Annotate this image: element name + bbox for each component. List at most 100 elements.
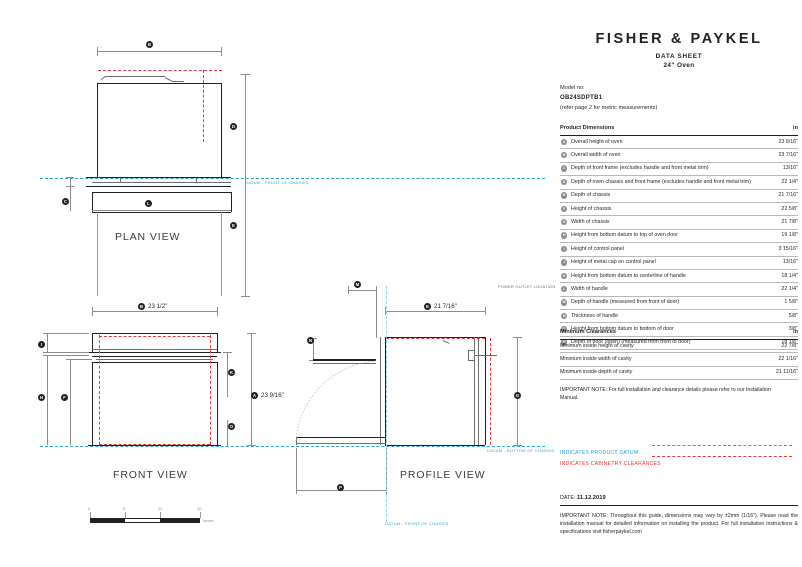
callout-H: H bbox=[561, 232, 568, 239]
row-value: 22 5/8" bbox=[764, 202, 798, 217]
legend-datum-line bbox=[652, 445, 792, 446]
plan-dim-tick-r bbox=[221, 47, 222, 56]
callout-B-plan: B bbox=[146, 41, 153, 48]
profile-outlet-left bbox=[468, 350, 469, 360]
plan-body-right bbox=[221, 83, 222, 177]
callout-A-front: A bbox=[251, 392, 258, 399]
front-view-label: FRONT VIEW bbox=[113, 469, 188, 481]
plan-handle-left bbox=[92, 192, 93, 212]
callout-N: N bbox=[561, 312, 568, 320]
callout-I-front: I bbox=[38, 341, 45, 348]
profile-handle-under bbox=[313, 363, 376, 364]
model-metric-note: (refer page 2 for metric measurements) bbox=[560, 105, 658, 111]
brand-logo: FISHER & PAYKEL bbox=[595, 31, 763, 47]
profile-handle-bar bbox=[313, 359, 376, 361]
callout-D: D bbox=[561, 178, 568, 186]
front-door-left bbox=[92, 362, 93, 445]
row-label: Depth of oven chassis and front frame (e… bbox=[571, 175, 764, 190]
scale-bar-gap bbox=[125, 519, 160, 522]
front-panel-bottom bbox=[88, 352, 221, 353]
profile-clearance-back bbox=[490, 338, 491, 445]
front-panel-top bbox=[92, 333, 217, 334]
date-value: 11.12.2019 bbox=[576, 495, 606, 501]
legend-datum-text: INDICATES PRODUCT DATUM bbox=[560, 450, 639, 456]
row-value: 18 1/4" bbox=[764, 269, 798, 284]
row-callout-bubble: K bbox=[560, 269, 571, 284]
front-I-tick-bot bbox=[43, 352, 89, 353]
front-K-dimline bbox=[227, 352, 228, 397]
doc-subtitle: 24" Oven bbox=[663, 62, 695, 69]
profile-G-dimline bbox=[517, 337, 518, 445]
front-width-dimline bbox=[92, 311, 217, 312]
plan-handle-dimline bbox=[92, 210, 231, 211]
minimum-clearances-table: Minimum Clearances in Minimum inside hei… bbox=[560, 326, 798, 381]
scale-label-20: 20 bbox=[197, 506, 202, 511]
row-callout-bubble: A bbox=[560, 135, 571, 150]
front-F-dimline bbox=[70, 359, 71, 445]
plan-clearance-right bbox=[203, 70, 204, 142]
row-label: Thickness of handle bbox=[571, 309, 764, 324]
power-outlet-text: POWER OUTLET LOCATION bbox=[498, 284, 556, 289]
callout-C-plan: C bbox=[62, 198, 69, 205]
plan-C-dimline bbox=[70, 177, 71, 211]
row-label: Depth of handle (measured from front of … bbox=[571, 296, 764, 311]
plan-chamfer-rightB bbox=[172, 81, 184, 82]
row-label: Depth of front frame (excludes handle an… bbox=[571, 162, 764, 177]
callout-P-profile: P bbox=[337, 484, 344, 491]
row-value: 23 9/16" bbox=[764, 135, 798, 150]
row-label: Overall width of oven bbox=[571, 148, 764, 163]
date-block: DATE: 11.12.2019 bbox=[560, 495, 798, 506]
front-clearance-right bbox=[210, 335, 211, 445]
plan-depth-tick-bot bbox=[241, 296, 250, 297]
callout-G: G bbox=[561, 218, 568, 226]
front-clearance-bottom bbox=[99, 444, 210, 445]
row-value: 22 1/4" bbox=[764, 282, 798, 297]
front-handle-bottom bbox=[92, 362, 217, 363]
row-label: Height of metal cap on control panel bbox=[571, 256, 764, 270]
profile-body-top bbox=[385, 337, 485, 338]
front-handle-mid bbox=[96, 359, 213, 360]
front-H-dimline bbox=[47, 355, 48, 445]
profile-frame-edge bbox=[380, 337, 381, 445]
profile-clearance-top bbox=[386, 338, 485, 339]
row-value: 21 7/16" bbox=[764, 189, 798, 203]
plan-dim-tick-l bbox=[97, 47, 98, 56]
product-dimensions-header-row: Product Dimensions in bbox=[560, 122, 798, 136]
callout-C: C bbox=[561, 165, 568, 172]
scale-label-5: 5 bbox=[123, 506, 126, 511]
callout-K: K bbox=[561, 272, 568, 279]
plan-chamfer-top bbox=[106, 76, 165, 77]
row-label: Minimum inside depth of cavity bbox=[560, 366, 764, 381]
row-callout-bubble: D bbox=[560, 175, 571, 190]
front-datum-line bbox=[40, 446, 545, 447]
profile-outlet-leader bbox=[475, 355, 497, 356]
profile-rear-panel bbox=[474, 337, 475, 445]
row-callout-bubble: C bbox=[560, 162, 571, 177]
profile-opendoor-edge bbox=[296, 437, 297, 445]
profile-outlet-top bbox=[468, 350, 475, 351]
legend-item-datum: INDICATES PRODUCT DATUM bbox=[560, 441, 798, 456]
row-value: 21 7/8" bbox=[764, 215, 798, 230]
row-label: Width of chassis bbox=[571, 215, 764, 230]
profile-body-front bbox=[385, 337, 386, 445]
row-value: 22 1/16" bbox=[764, 352, 798, 367]
profile-M-dimline bbox=[348, 290, 376, 291]
row-value: 19 1/8" bbox=[764, 229, 798, 244]
front-door-right bbox=[217, 362, 218, 445]
row-label: Height from bottom datum to top of oven … bbox=[571, 229, 764, 244]
spec-panel: FISHER & PAYKEL DATA SHEET 24" Oven Mode… bbox=[556, 0, 802, 567]
installation-note: IMPORTANT NOTE: For full installation an… bbox=[560, 387, 771, 401]
row-value: 22 1/4" bbox=[764, 175, 798, 190]
model-number: OB24SDPTB1 bbox=[560, 95, 603, 101]
power-outlet-label: POWER OUTLET LOCATION bbox=[498, 284, 555, 290]
row-callout-bubble: N bbox=[560, 309, 571, 324]
callout-L: L bbox=[561, 285, 568, 293]
profile-depth-dimline bbox=[385, 311, 485, 312]
profile-M-tick-r bbox=[376, 286, 377, 338]
